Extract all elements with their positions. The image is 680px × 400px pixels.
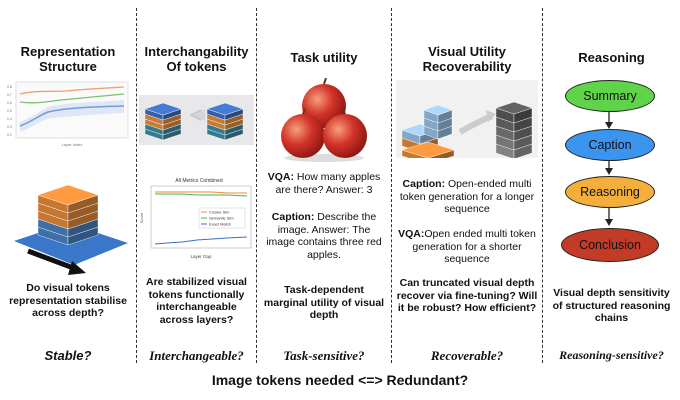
title-line: Of tokens bbox=[166, 59, 227, 74]
tick-label: 0.8 bbox=[7, 85, 12, 89]
divider-3 bbox=[391, 8, 392, 363]
column-recoverability: Visual Utility Recoverability Caption: O… bbox=[392, 0, 542, 370]
caption-text: Open-ended multi token generation for a … bbox=[399, 178, 535, 215]
column-question: Do visual tokens representation stabilis… bbox=[9, 282, 127, 319]
footer-question: Image tokens needed <=> Redundant? bbox=[211, 372, 469, 388]
column-reasoning: Reasoning Summary Caption Reasoning Conc… bbox=[543, 0, 680, 370]
apples-image bbox=[281, 78, 367, 162]
tick-label: 0.2 bbox=[7, 133, 12, 137]
column-tag: Recoverable? bbox=[430, 348, 504, 363]
y-axis-label: Score bbox=[139, 212, 144, 223]
caption-example: Caption: Open-ended multi token generati… bbox=[398, 178, 536, 216]
divider-1 bbox=[136, 8, 137, 363]
caption-label: Caption: bbox=[271, 211, 315, 223]
column-question: Task-dependent marginal utility of visua… bbox=[263, 284, 385, 321]
vqa-example: VQA:Open ended multi token generation fo… bbox=[398, 228, 536, 266]
caption-example: Caption: Describe the image. Answer: The… bbox=[263, 211, 385, 261]
x-axis-label: Layer index bbox=[62, 142, 83, 147]
column-title: Task utility bbox=[257, 50, 391, 65]
vqa-text: Open ended multi token generation for a … bbox=[412, 228, 536, 265]
column-tag: Stable? bbox=[44, 348, 92, 363]
legend-entry: Exact Match bbox=[209, 222, 231, 227]
vqa-text: How many apples are there? Answer: 3 bbox=[275, 171, 381, 196]
column-question: Are stabilized visual tokens functionall… bbox=[146, 276, 247, 326]
cube-swap-image bbox=[139, 95, 254, 145]
column-task-utility: Task utility VQA: How many apples are th… bbox=[257, 0, 391, 370]
metrics-chart: All Metrics Combined Score Layer Gap Cos… bbox=[139, 178, 252, 259]
mini-line-chart: 0.8 0.7 0.6 0.5 0.4 0.3 0.2 Layer index bbox=[7, 81, 129, 147]
column-title: Interchangability Of tokens bbox=[137, 44, 256, 74]
caption-label: Caption: bbox=[402, 178, 446, 190]
vqa-example: VQA: How many apples are there? Answer: … bbox=[263, 171, 385, 196]
column-title: Representation Structure bbox=[0, 44, 136, 74]
reasoning-node-summary: Summary bbox=[565, 80, 655, 112]
column-question: Visual depth sensitivity of structured r… bbox=[552, 287, 671, 324]
title-line: Reasoning bbox=[578, 50, 645, 65]
title-line: Task utility bbox=[290, 50, 358, 65]
caption-text: Describe the image. Answer: The image co… bbox=[266, 211, 382, 261]
column-tag: Task-sensitive? bbox=[283, 348, 365, 363]
column-representation: Representation Structure 0.8 0.7 0.6 0.5… bbox=[0, 0, 136, 370]
column-title: Visual Utility Recoverability bbox=[392, 44, 542, 74]
title-line: Recoverability bbox=[422, 59, 512, 74]
divider-2 bbox=[256, 8, 257, 363]
reasoning-node-reasoning: Reasoning bbox=[565, 176, 655, 208]
tick-label: 0.4 bbox=[7, 117, 12, 121]
tick-label: 0.3 bbox=[7, 125, 12, 129]
tick-label: 0.6 bbox=[7, 101, 12, 105]
column-tag: Reasoning-sensitive? bbox=[559, 348, 664, 362]
column-interchangability: Interchangability Of tokens All Metrics … bbox=[137, 0, 256, 370]
divider-4 bbox=[542, 8, 543, 363]
column-question: Can truncated visual depth recover via f… bbox=[396, 277, 538, 314]
x-axis-label: Layer Gap bbox=[190, 254, 212, 259]
column-title: Reasoning bbox=[543, 50, 680, 65]
column-tag: Interchangeable? bbox=[149, 348, 244, 363]
legend-entry: Semantic Sim bbox=[209, 216, 234, 221]
legend-entry: Cosine Sim bbox=[209, 210, 230, 215]
title-line: Interchangability bbox=[144, 44, 249, 59]
title-line: Visual Utility bbox=[428, 44, 506, 59]
cube-recover-image bbox=[396, 80, 538, 158]
chart-title: All Metrics Combined bbox=[175, 178, 222, 184]
vqa-label: VQA: bbox=[267, 171, 294, 183]
tick-label: 0.7 bbox=[7, 93, 12, 97]
layered-cube-icon bbox=[14, 184, 128, 275]
tick-label: 0.5 bbox=[7, 109, 12, 113]
title-line: Representation bbox=[20, 44, 116, 59]
reasoning-node-caption: Caption bbox=[565, 129, 655, 161]
vqa-label: VQA: bbox=[398, 228, 425, 240]
title-line: Structure bbox=[39, 59, 97, 74]
reasoning-node-conclusion: Conclusion bbox=[561, 228, 659, 262]
